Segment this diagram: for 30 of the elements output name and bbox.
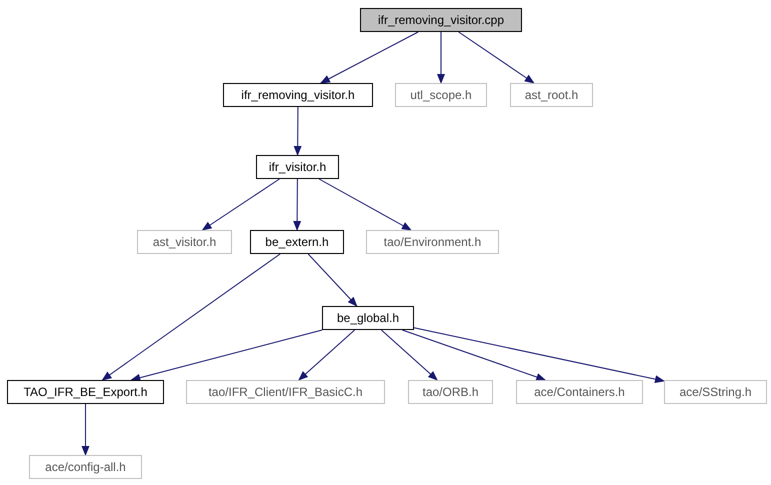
file-box: tao/Environment.h: [366, 230, 499, 254]
arrow: [402, 330, 546, 381]
arrow: [414, 327, 665, 384]
file-box: utl_scope.h: [395, 83, 487, 107]
file-box: tao/IFR_Client/IFR_BasicC.h: [186, 380, 385, 404]
file-box: ifr_visitor.h: [256, 155, 339, 179]
file-box: TAO_IFR_BE_Export.h: [7, 380, 164, 404]
arrow: [298, 330, 356, 381]
file-box: ast_visitor.h: [137, 230, 232, 254]
arrow: [293, 178, 302, 231]
file-box: ace/SString.h: [664, 380, 767, 404]
arrow: [308, 254, 358, 307]
arrow: [130, 330, 323, 382]
file-box: ast_root.h: [510, 83, 593, 107]
file-box: ace/Containers.h: [516, 380, 643, 404]
arrow: [202, 178, 280, 231]
arrow: [294, 106, 302, 156]
arrow: [437, 32, 445, 84]
file-box: tao/ORB.h: [408, 380, 493, 404]
file-box: ifr_removing_visitor.cpp: [360, 8, 522, 32]
file-box: be_global.h: [322, 306, 414, 330]
file-box: ifr_removing_visitor.h: [223, 83, 373, 107]
arrow: [380, 330, 438, 381]
arrow: [458, 32, 535, 84]
arrow: [320, 32, 419, 84]
arrow: [102, 254, 281, 381]
arrow: [318, 178, 412, 230]
arrow: [82, 404, 90, 456]
file-box: ace/config-all.h: [29, 455, 142, 479]
file-box: be_extern.h: [250, 230, 344, 254]
